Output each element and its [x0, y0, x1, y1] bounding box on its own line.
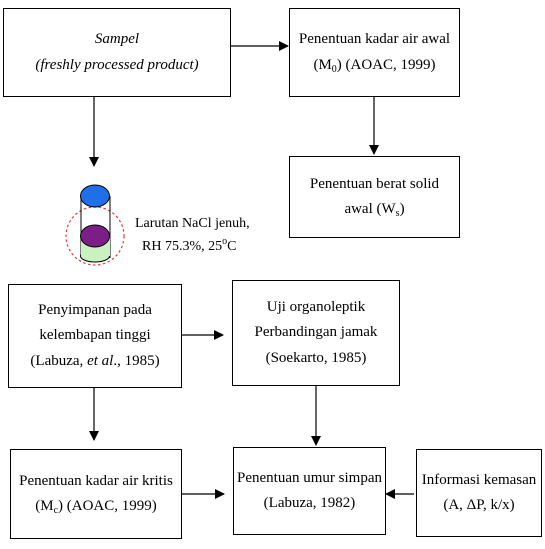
- organoleptic-line2: Perbandingan jamak: [254, 324, 378, 341]
- storage-citation: (Labuza, et al., 1985): [30, 352, 160, 369]
- critical-moisture-box: Penentuan kadar air kritis (Mc) (AOAC, 1…: [10, 449, 182, 539]
- desiccator-top-disc: [80, 184, 110, 208]
- sample-subtitle: (freshly processed product): [35, 56, 199, 73]
- storage-line1: Penyimpanan pada: [38, 301, 152, 318]
- packaging-title: Informasi kemasan: [421, 471, 537, 488]
- sample-title: Sampel: [94, 31, 140, 47]
- initial-moisture-box: Penentuan kadar air awal (M0) (AOAC, 199…: [289, 8, 460, 97]
- initial-solid-symbol: awal (Ws): [344, 201, 405, 219]
- initial-moisture-title: Penentuan kadar air awal: [298, 31, 451, 47]
- organoleptic-box: Uji organoleptik Perbandingan jamak (Soe…: [232, 280, 400, 386]
- organoleptic-citation: (Soekarto, 1985): [265, 349, 367, 366]
- initial-moisture-method: (M0) (AOAC, 1999): [313, 56, 436, 75]
- shelf-life-title: Penentuan umur simpan: [237, 469, 382, 486]
- critical-moisture-method: (Mc) (AOAC, 1999): [35, 498, 157, 516]
- shelf-life-citation: (Labuza, 1982): [263, 495, 356, 511]
- shelf-life-box: Penentuan umur simpan (Labuza, 1982): [233, 447, 386, 535]
- critical-moisture-title: Penentuan kadar air kritis: [19, 472, 173, 489]
- storage-box: Penyimpanan pada kelembapan tinggi (Labu…: [8, 284, 182, 388]
- sample-box: Sampel (freshly processed product): [3, 8, 231, 97]
- initial-solid-title: Penentuan berat solid: [309, 175, 440, 192]
- salt-solution-note: Larutan NaCl jenuh, RH 75.3%, 25oC: [135, 212, 250, 258]
- organoleptic-line1: Uji organoleptik: [266, 298, 366, 315]
- salt-solution-line2: RH 75.3%, 25oC: [142, 236, 237, 255]
- desiccator-illustration: [65, 184, 125, 266]
- packaging-parameters: (A, ΔP, k/x): [443, 497, 515, 513]
- desiccator-middle-disc: [80, 224, 110, 248]
- salt-solution-line1: Larutan NaCl jenuh,: [135, 216, 250, 231]
- initial-solid-box: Penentuan berat solid awal (Ws): [289, 156, 460, 238]
- storage-line2: kelembapan tinggi: [39, 327, 151, 344]
- packaging-box: Informasi kemasan (A, ΔP, k/x): [416, 449, 542, 537]
